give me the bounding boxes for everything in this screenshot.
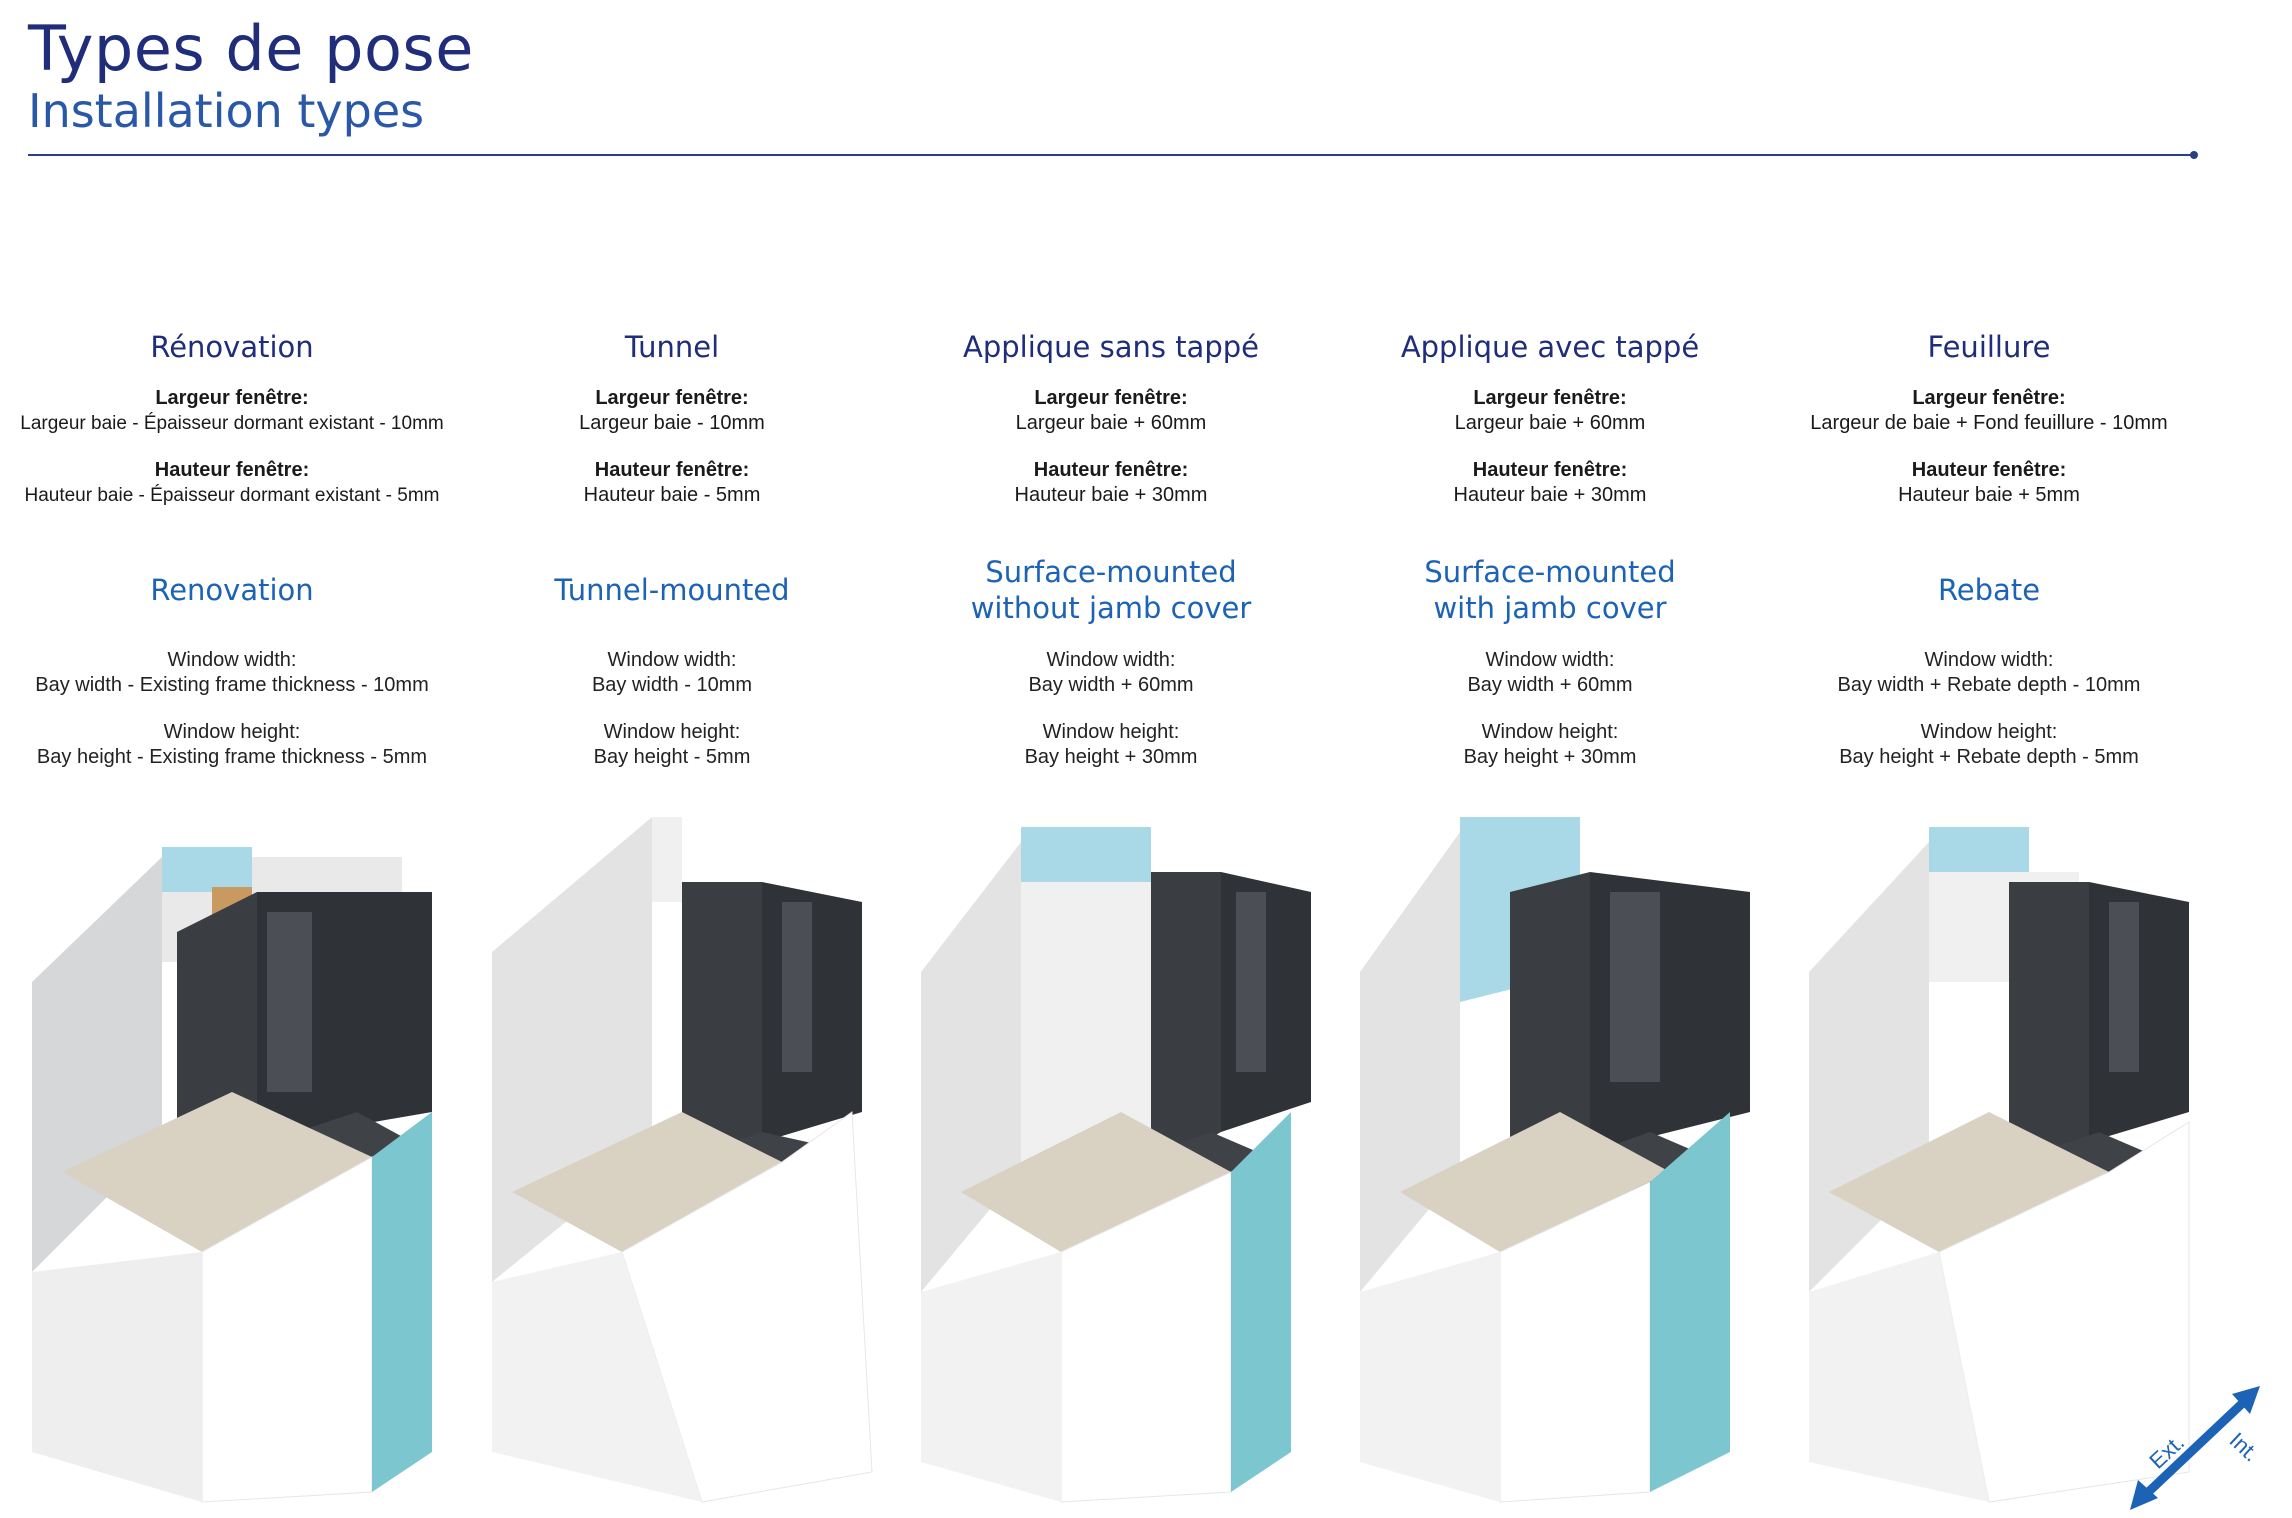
fr-height-block: Hauteur fenêtre: Hauteur baie - 5mm: [452, 458, 892, 508]
en-width-formula: Bay width - Existing frame thickness - 1…: [35, 674, 429, 696]
en-width-label: Window width:: [1046, 649, 1176, 671]
en-title-line-1: Surface-mounted: [1424, 555, 1676, 589]
en-width-label: Window width:: [607, 649, 737, 671]
fr-width-label: Largeur fenêtre:: [1912, 387, 2066, 409]
en-dimensions: Window width: Bay width + 60mm Window he…: [891, 648, 1331, 770]
page-title: Types de pose: [28, 12, 474, 85]
fr-title: Applique avec tappé: [1400, 330, 1700, 364]
en-title: Rebate: [1769, 554, 2209, 626]
en-title-line-2: with jamb cover: [1433, 591, 1667, 625]
fr-height-formula: Hauteur baie - Épaisseur dormant existan…: [24, 485, 440, 506]
en-title: Surface-mounted with jamb cover: [1330, 554, 1770, 626]
en-dimensions: Window width: Bay width - 10mm Window he…: [452, 648, 892, 770]
renovation-section-illustration: [32, 847, 432, 1503]
fr-width-label: Largeur fenêtre:: [1473, 387, 1627, 409]
exterior-interior-arrow-icon: Ext. Int.: [2130, 1386, 2264, 1510]
en-width-label: Window width:: [1485, 649, 1615, 671]
surface-with-jamb-section-illustration: [1360, 817, 1750, 1503]
fr-title: Feuillure: [1927, 330, 2051, 364]
install-type-surface-with-jamb: Applique avec tappé Largeur fenêtre: Lar…: [1330, 326, 1770, 768]
fr-width-formula: Largeur baie - 10mm: [579, 412, 765, 434]
en-title-line-1: Tunnel-mounted: [554, 573, 790, 607]
fr-height-formula: Hauteur baie - 5mm: [583, 484, 761, 506]
fr-width-block: Largeur fenêtre: Largeur de baie + Fond …: [1769, 386, 2209, 436]
fr-width-label: Largeur fenêtre:: [1034, 387, 1188, 409]
install-type-rebate: Feuillure Largeur fenêtre: Largeur de ba…: [1769, 326, 2209, 768]
rebate-section-illustration: [1809, 827, 2190, 1503]
tunnel-section-illustration: [492, 817, 873, 1503]
install-type-tunnel: Tunnel Largeur fenêtre: Largeur baie - 1…: [452, 326, 892, 768]
page-subtitle: Installation types: [28, 84, 425, 138]
fr-height-block: Hauteur fenêtre: Hauteur baie - Épaisseu…: [12, 458, 452, 508]
fr-width-formula: Largeur baie - Épaisseur dormant existan…: [20, 413, 444, 434]
exterior-label: Ext.: [2144, 1430, 2189, 1474]
en-height-label: Window height:: [1920, 721, 2058, 743]
en-width-label: Window width:: [1924, 649, 2054, 671]
en-dimensions: Window width: Bay width + 60mm Window he…: [1330, 648, 1770, 770]
fr-width-block: Largeur fenêtre: Largeur baie + 60mm: [1330, 386, 1770, 436]
fr-width-label: Largeur fenêtre:: [595, 387, 749, 409]
en-title: Tunnel-mounted: [452, 554, 892, 626]
fr-title: Applique sans tappé: [962, 330, 1259, 364]
en-height-label: Window height:: [1481, 721, 1619, 743]
en-width-formula: Bay width + 60mm: [1467, 674, 1633, 696]
en-height-formula: Bay height - 5mm: [593, 746, 751, 768]
en-height-formula: Bay height + 30mm: [1024, 746, 1198, 768]
fr-height-formula: Hauteur baie + 30mm: [1453, 484, 1647, 506]
en-width-formula: Bay width + 60mm: [1028, 674, 1194, 696]
fr-height-formula: Hauteur baie + 5mm: [1898, 484, 2080, 506]
header-divider: [28, 154, 2194, 156]
fr-width-block: Largeur fenêtre: Largeur baie - 10mm: [452, 386, 892, 436]
en-width-formula: Bay width - 10mm: [591, 674, 753, 696]
en-height-formula: Bay height + Rebate depth - 5mm: [1839, 746, 2139, 768]
fr-height-label: Hauteur fenêtre:: [154, 459, 310, 481]
fr-width-formula: Largeur de baie + Fond feuillure - 10mm: [1810, 412, 2168, 434]
fr-height-label: Hauteur fenêtre:: [1033, 459, 1189, 481]
fr-height-formula: Hauteur baie + 30mm: [1014, 484, 1208, 506]
fr-height-label: Hauteur fenêtre:: [1911, 459, 2067, 481]
en-dimensions: Window width: Bay width - Existing frame…: [12, 648, 452, 770]
en-dimensions: Window width: Bay width + Rebate depth -…: [1769, 648, 2209, 770]
en-height-formula: Bay height - Existing frame thickness - …: [36, 746, 428, 768]
fr-height-block: Hauteur fenêtre: Hauteur baie + 30mm: [1330, 458, 1770, 508]
fr-height-block: Hauteur fenêtre: Hauteur baie + 30mm: [891, 458, 1331, 508]
en-title: Renovation: [12, 554, 452, 626]
fr-title: Tunnel: [624, 330, 720, 364]
en-height-formula: Bay height + 30mm: [1463, 746, 1637, 768]
en-width-label: Window width:: [167, 649, 297, 671]
header-divider-dot: [2190, 151, 2198, 159]
fr-height-block: Hauteur fenêtre: Hauteur baie + 5mm: [1769, 458, 2209, 508]
surface-without-jamb-section-illustration: [921, 827, 1311, 1503]
en-title-line-1: Surface-mounted: [985, 555, 1237, 589]
en-title-line-1: Rebate: [1937, 573, 2041, 607]
fr-height-label: Hauteur fenêtre:: [1472, 459, 1628, 481]
fr-width-label: Largeur fenêtre:: [155, 387, 309, 409]
en-height-label: Window height:: [163, 721, 301, 743]
install-type-renovation: Rénovation Largeur fenêtre: Largeur baie…: [12, 326, 452, 768]
fr-width-block: Largeur fenêtre: Largeur baie - Épaisseu…: [12, 386, 452, 436]
fr-width-formula: Largeur baie + 60mm: [1454, 412, 1646, 434]
fr-width-formula: Largeur baie + 60mm: [1015, 412, 1207, 434]
en-height-label: Window height:: [603, 721, 741, 743]
fr-width-block: Largeur fenêtre: Largeur baie + 60mm: [891, 386, 1331, 436]
en-title-line-1: Renovation: [150, 573, 314, 607]
fr-title: Rénovation: [150, 330, 314, 364]
interior-label: Int.: [2225, 1427, 2264, 1466]
fr-height-label: Hauteur fenêtre:: [594, 459, 750, 481]
en-title-line-2: without jamb cover: [970, 591, 1252, 625]
install-type-surface-without-jamb: Applique sans tappé Largeur fenêtre: Lar…: [891, 326, 1331, 768]
en-width-formula: Bay width + Rebate depth - 10mm: [1837, 674, 2141, 696]
en-height-label: Window height:: [1042, 721, 1180, 743]
en-title: Surface-mounted without jamb cover: [891, 554, 1331, 626]
